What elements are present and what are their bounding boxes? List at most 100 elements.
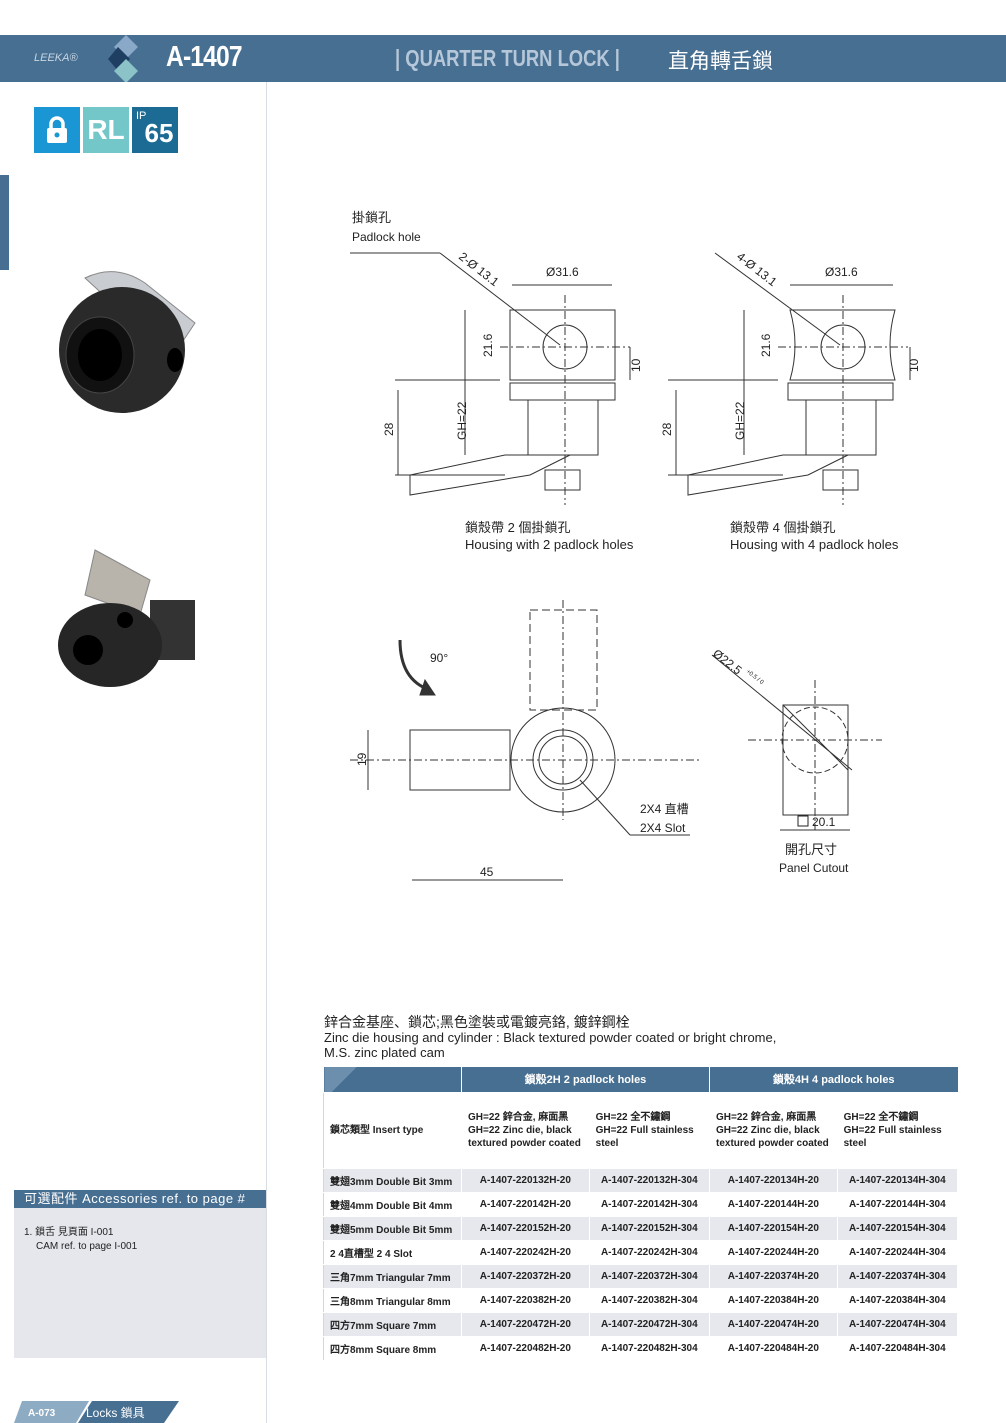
brand-logo: LEEKA®	[34, 52, 78, 64]
caption-right-zh: 鎖殼帶 4 個掛鎖孔	[730, 520, 835, 535]
insert-type-cell: 雙翅4mm Double Bit 4mm	[323, 1191, 462, 1217]
cutout-label-zh: 開孔尺寸	[785, 842, 837, 857]
part-number-cell: A-1407-220384H-304	[836, 1287, 959, 1313]
part-number-cell: A-1407-220242H-304	[588, 1239, 710, 1265]
drawing-cam-rotation	[350, 600, 700, 881]
part-number-cell: A-1407-220142H-304	[588, 1191, 710, 1217]
part-number-cell: A-1407-220374H-20	[708, 1263, 838, 1289]
dim-right-dia: Ø31.6	[825, 265, 858, 279]
page-number: A-073	[28, 1408, 56, 1419]
part-number-table: 鎖殼2H 2 padlock holes 鎖殼4H 4 padlock hole…	[323, 1067, 959, 1361]
drawing-4-padlock-holes	[668, 252, 911, 505]
part-number-cell: A-1407-220372H-304	[588, 1263, 710, 1289]
part-number-cell: A-1407-220382H-20	[461, 1287, 590, 1313]
rl-badge: RL	[83, 107, 129, 153]
part-number-cell: A-1407-220374H-304	[836, 1263, 959, 1289]
dim-cam-l: 45	[480, 865, 494, 879]
sub-header: GH=22 鋅合金, 麻面黑 GH=22 Zinc die, black tex…	[461, 1091, 590, 1169]
dim-left-h2: 10	[629, 358, 643, 372]
insert-type-cell: 雙翅3mm Double Bit 3mm	[323, 1167, 462, 1193]
insert-type-cell: 四方8mm Square 8mm	[323, 1335, 462, 1361]
part-number-cell: A-1407-220132H-304	[588, 1167, 710, 1193]
cutout-label-en: Panel Cutout	[779, 861, 849, 875]
technical-drawings: 掛鎖孔 Padlock hole 2-Ø 13.1 Ø31.6 21.6 10 …	[58, 210, 921, 881]
accessories-box: 1. 鎖舌 見頁面 I-001 CAM ref. to page I-001	[14, 1208, 266, 1358]
section-label: Locks 鎖具	[86, 1405, 145, 1420]
corner-header	[323, 1067, 462, 1092]
part-number-cell: A-1407-220484H-20	[708, 1335, 838, 1361]
part-number-cell: A-1407-220484H-304	[836, 1335, 959, 1361]
part-number-cell: A-1407-220242H-20	[461, 1239, 590, 1265]
insert-type-cell: 雙翅5mm Double Bit 5mm	[323, 1215, 462, 1241]
insert-type-label: 鎖芯類型 Insert type	[323, 1091, 462, 1169]
sidebar-divider	[266, 82, 267, 1423]
part-number-cell: A-1407-220152H-20	[461, 1215, 590, 1241]
part-number-cell: A-1407-220134H-20	[708, 1167, 838, 1193]
header-bar: LEEKA® A-1407 | QUARTER TURN LOCK | 直角轉舌…	[0, 35, 1006, 82]
padlock-icon	[34, 107, 80, 153]
part-number-cell: A-1407-220382H-304	[588, 1287, 710, 1313]
dim-cam-h: 19	[355, 752, 369, 766]
dim-right-gh: GH=22	[733, 401, 747, 440]
insert-type-cell: 2 4直槽型 2 4 Slot	[323, 1239, 462, 1265]
model-number: A-1407	[166, 41, 243, 73]
group-header-2h: 鎖殼2H 2 padlock holes	[461, 1067, 710, 1092]
part-number-cell: A-1407-220482H-304	[588, 1335, 710, 1361]
product-title: | QUARTER TURN LOCK |	[395, 45, 620, 71]
part-number-cell: A-1407-220474H-20	[708, 1311, 838, 1337]
part-number-cell: A-1407-220154H-304	[836, 1215, 959, 1241]
dim-right-h1: 21.6	[759, 333, 773, 357]
part-number-cell: A-1407-220482H-20	[461, 1335, 590, 1361]
caption-right-en: Housing with 4 padlock holes	[730, 537, 899, 552]
sub-header: GH=22 全不鏽鋼 GH=22 Full stainless steel	[588, 1091, 710, 1169]
part-number-cell: A-1407-220154H-20	[708, 1215, 838, 1241]
product-photo-2	[58, 549, 195, 687]
caption-left-en: Housing with 2 padlock holes	[465, 537, 634, 552]
rotation-label: 90°	[430, 651, 448, 665]
part-number-cell: A-1407-220244H-304	[836, 1239, 959, 1265]
diamond-logo-icon	[108, 35, 138, 82]
part-number-cell: A-1407-220144H-304	[836, 1191, 959, 1217]
accessory-item-zh: 1. 鎖舌 見頁面 I-001	[24, 1227, 114, 1238]
dim-left-gh: GH=22	[455, 401, 469, 440]
caption-left-zh: 鎖殼帶 2 個掛鎖孔	[465, 520, 570, 535]
slot-label-zh: 2X4 直槽	[640, 802, 689, 816]
square-icon	[797, 815, 809, 827]
insert-type-cell: 三角8mm Triangular 8mm	[323, 1287, 462, 1313]
dim-left-h1: 21.6	[481, 333, 495, 357]
description-en-2: M.S. zinc plated cam	[324, 1045, 445, 1060]
dim-cutout-sq: 20.1	[812, 815, 836, 829]
dim-right-h3: 28	[660, 422, 674, 436]
accessory-item-en[interactable]: CAM ref. to page I-001	[36, 1241, 138, 1252]
dim-left-h3: 28	[382, 422, 396, 436]
dim-left-dia: Ø31.6	[546, 265, 579, 279]
part-number-cell: A-1407-220384H-20	[708, 1287, 838, 1313]
padlock-label-en: Padlock hole	[352, 230, 421, 244]
sub-header: GH=22 全不鏽鋼 GH=22 Full stainless steel	[836, 1091, 959, 1169]
product-title-zh: 直角轉舌鎖	[668, 50, 773, 73]
dim-right-h2: 10	[907, 358, 921, 372]
part-number-cell: A-1407-220144H-20	[708, 1191, 838, 1217]
part-number-cell: A-1407-220472H-20	[461, 1311, 590, 1337]
description-zh: 鋅合金基座、鎖芯;黑色塗裝或電鍍亮鉻, 鍍鋅鋼栓	[324, 1014, 630, 1030]
accent-bar	[0, 175, 9, 270]
description-en-1: Zinc die housing and cylinder : Black te…	[324, 1030, 777, 1045]
page-footer: A-073 Locks 鎖具	[14, 1401, 179, 1423]
accessories-title: 可選配件 Accessories ref. to page #	[14, 1190, 266, 1208]
drawing-panel-cutout	[711, 654, 882, 831]
slot-label-en: 2X4 Slot	[640, 821, 686, 835]
insert-type-cell: 四方7mm Square 7mm	[323, 1311, 462, 1337]
drawing-2-padlock-holes	[350, 252, 631, 505]
padlock-label-zh: 掛鎖孔	[352, 210, 391, 225]
part-number-cell: A-1407-220472H-304	[588, 1311, 710, 1337]
product-photo-1	[59, 271, 196, 413]
